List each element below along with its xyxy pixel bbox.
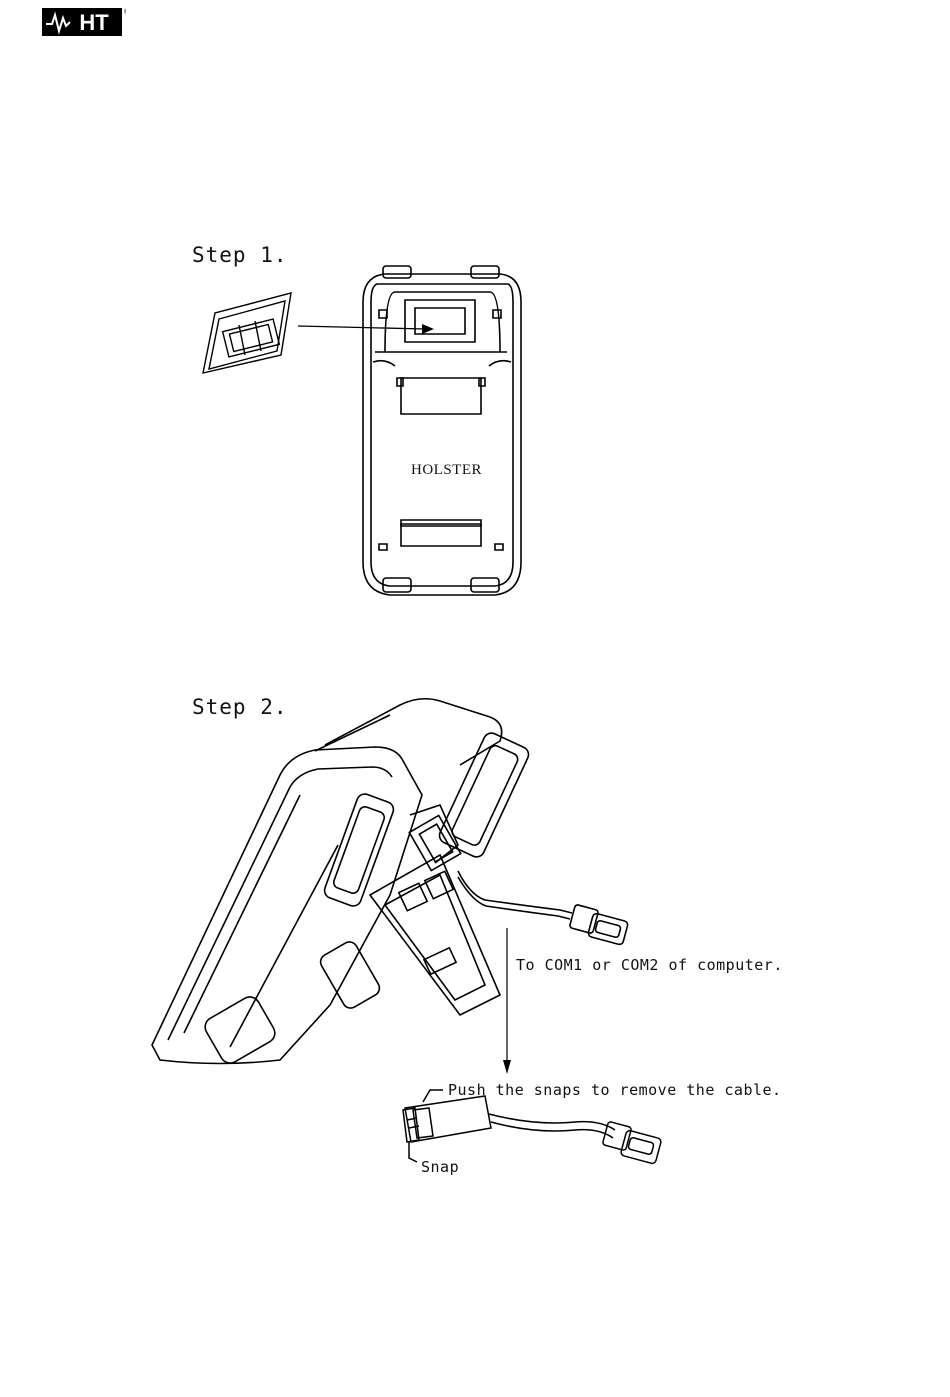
snaps-label: Push the snaps to remove the cable.	[448, 1081, 782, 1099]
snap-label: Snap	[421, 1158, 459, 1176]
holster-drawing	[355, 262, 530, 607]
step1-title: Step 1.	[192, 243, 288, 267]
step1-connector	[195, 285, 305, 380]
brand-text: HT	[79, 10, 109, 35]
ht-logo: HT ®	[42, 8, 126, 36]
step2-arrow	[500, 928, 514, 1076]
com-label: To COM1 or COM2 of computer.	[516, 956, 783, 974]
holster-label: HOLSTER	[411, 462, 482, 479]
meter-with-cable-drawing	[140, 695, 660, 1075]
registered-mark: ®	[124, 8, 126, 16]
ht-logo-icon: HT ®	[42, 8, 126, 36]
